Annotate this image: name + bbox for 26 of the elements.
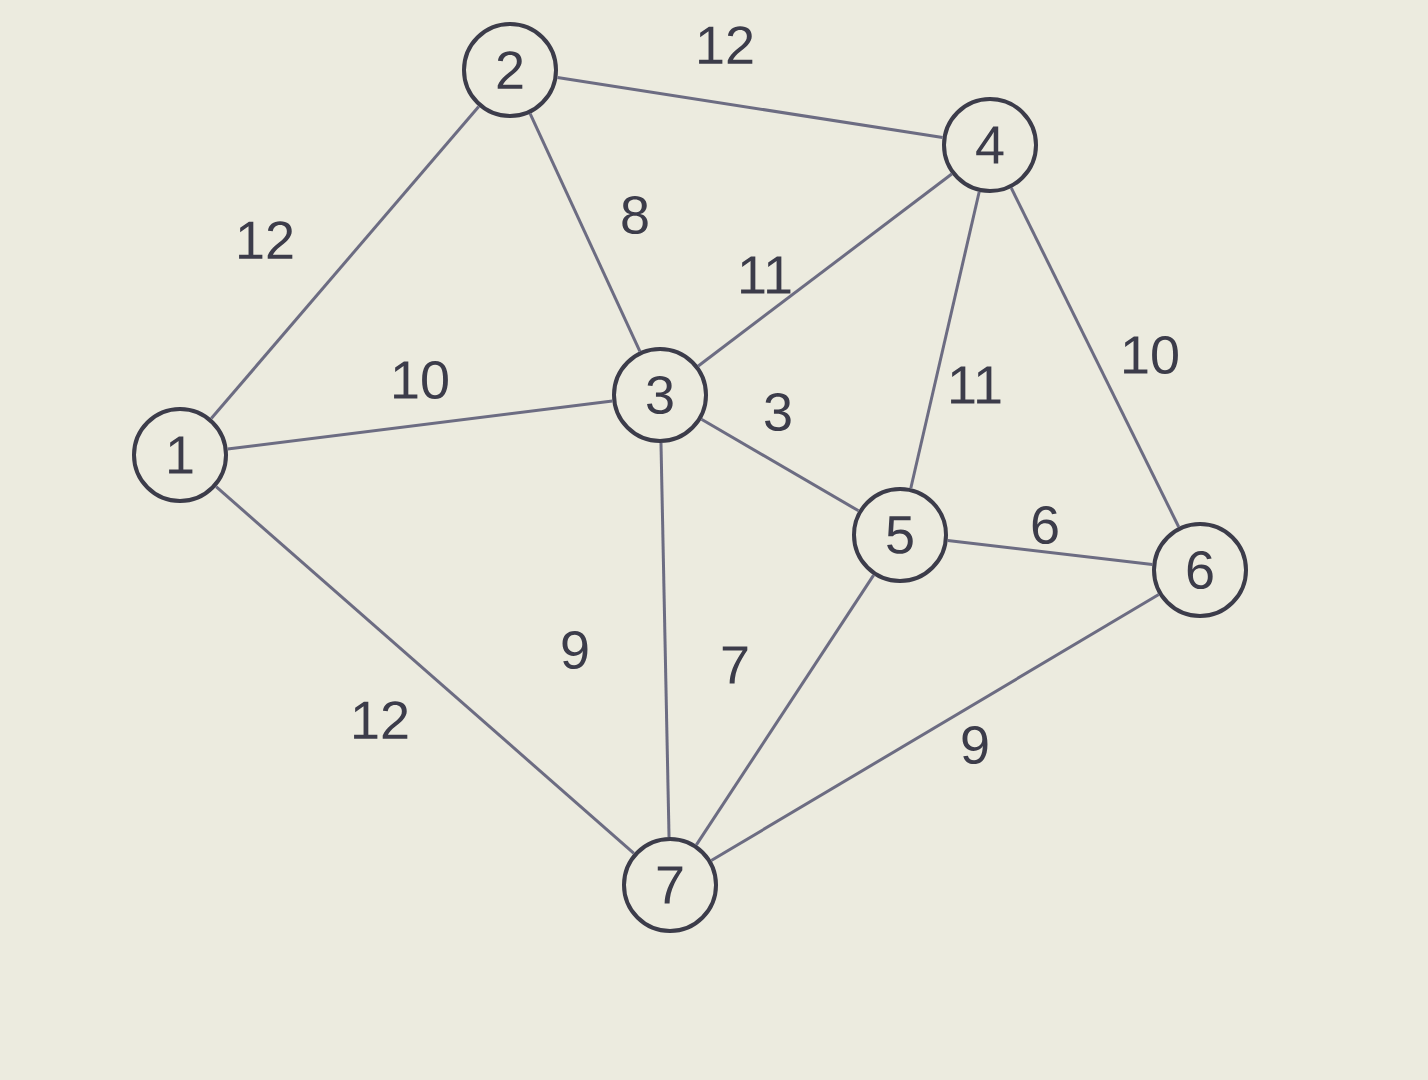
edge-label: 9 [962, 725, 988, 765]
edge-line [227, 399, 613, 451]
edge-line [1009, 187, 1181, 528]
edge-label: 3 [765, 392, 791, 432]
edge-label: 12 [699, 26, 753, 64]
edge-label: 11 [741, 256, 791, 294]
edge-line [697, 172, 953, 368]
edge-label: 8 [622, 195, 648, 235]
edge-line [215, 485, 635, 855]
edge-line [528, 112, 642, 353]
edge-label: 10 [1124, 335, 1178, 375]
edge-label: 7 [722, 646, 748, 684]
edge-line [210, 105, 480, 420]
edge-line [700, 417, 860, 513]
edge-label: 6 [1032, 505, 1058, 545]
edge-line [695, 574, 875, 846]
edge-line [659, 442, 671, 838]
edge-line [909, 191, 981, 489]
edge-label: 9 [562, 630, 588, 670]
edge-label: 12 [354, 701, 408, 739]
edge-label: 10 [394, 360, 448, 400]
edge-label: 12 [239, 221, 293, 259]
edge-label: 11 [951, 366, 1001, 404]
edge-line [710, 593, 1160, 862]
edge-line [557, 75, 943, 140]
edge-line [947, 539, 1153, 566]
